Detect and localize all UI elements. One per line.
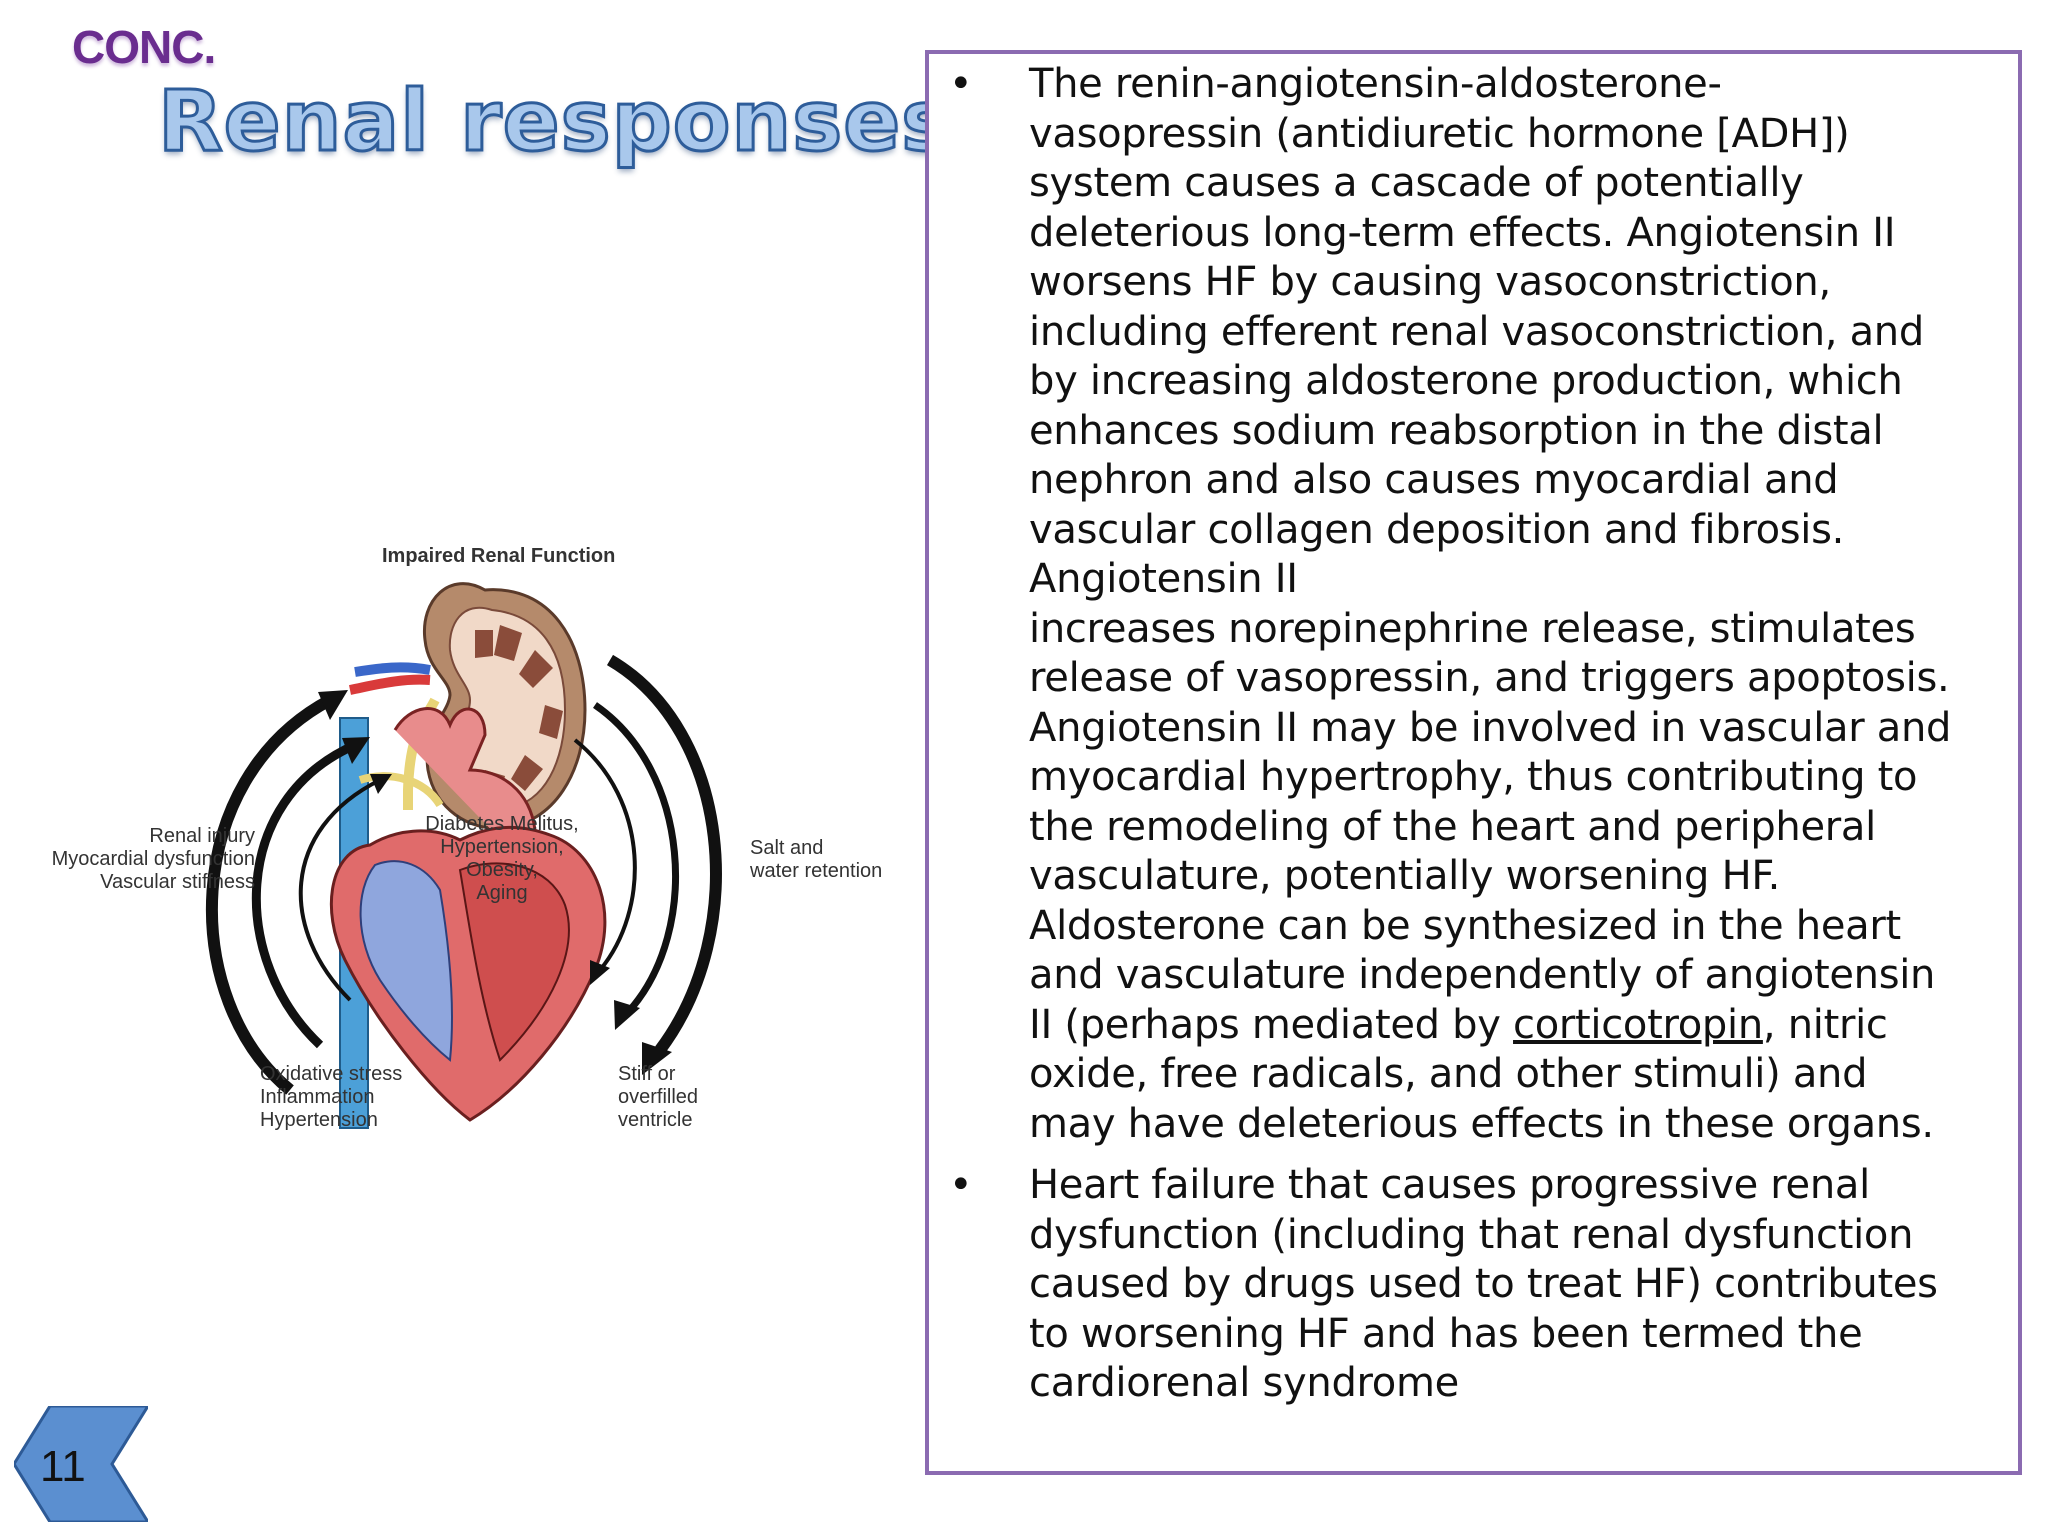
left-label: Myocardial dysfunction <box>52 848 255 870</box>
text-line: Aldosterone can be synthesized in the he… <box>1029 902 1901 949</box>
bottom-right-label: ventricle <box>618 1109 692 1131</box>
bottom-right-label: Stiff or <box>618 1063 676 1085</box>
text-line: deleterious long-term effects. Angiotens… <box>1029 209 1896 256</box>
center-labels: Diabetes Melitus, Hypertension, Obesity,… <box>425 813 578 904</box>
text-line: increases norepinephrine release, stimul… <box>1029 605 1916 652</box>
left-labels: Renal injury Myocardial dysfunction Vasc… <box>52 825 255 893</box>
figure-top-title: Impaired Renal Function <box>382 545 615 567</box>
text-line: including efferent renal vasoconstrictio… <box>1029 308 1924 355</box>
left-label: Vascular stiffness <box>100 871 255 893</box>
text-line: caused by drugs used to treat HF) contri… <box>1029 1261 1938 1307</box>
text-line: to worsening HF and has been termed the <box>1029 1310 1863 1357</box>
bottom-right-labels: Stiff or overfilled ventricle <box>618 1063 698 1131</box>
right-labels: Salt and water retention <box>749 837 882 882</box>
section-label: CONC. <box>72 21 216 73</box>
text-line: Angiotensin II <box>1029 556 1298 602</box>
diagram-svg: Impaired Renal Function Renal injury Myo… <box>52 545 883 1131</box>
previous-slide-button[interactable] <box>14 1406 148 1522</box>
center-label: Aging <box>476 882 527 904</box>
text-box: • The renin-angiotensin-aldosterone- vas… <box>925 50 2022 1475</box>
slide-title: Renal responses <box>156 71 953 172</box>
text-line: Angiotensin II may be involved in vascul… <box>1029 704 1952 751</box>
text-line: system causes a cascade of potentially <box>1029 160 1804 206</box>
text-line: The renin-angiotensin-aldosterone- <box>1029 61 1722 107</box>
text-fragment: , nitric <box>1762 1001 1888 1048</box>
text-line: oxide, free radicals, and other stimuli)… <box>1029 1051 1868 1097</box>
center-label: Hypertension, <box>440 836 563 858</box>
bullet-item: • The renin-angiotensin-aldosterone- vas… <box>929 60 1998 1149</box>
feedback-arrows-right <box>573 654 722 1054</box>
text-line: release of vasopressin, and triggers apo… <box>1029 655 1950 701</box>
text-line: worsens HF by causing vasoconstriction, <box>1029 259 1831 305</box>
heart-illustration <box>329 707 607 1129</box>
bottom-left-label: Hypertension <box>260 1109 378 1131</box>
text-line: enhances sodium reabsorption in the dist… <box>1029 407 1884 454</box>
text-line: may have deleterious effects in these or… <box>1029 1100 1934 1147</box>
center-label: Obesity, <box>466 859 538 881</box>
text-line: vasculature, potentially worsening HF. <box>1029 853 1781 899</box>
right-label: water retention <box>749 860 882 882</box>
bullet-item: • Heart failure that causes progressive … <box>929 1161 1998 1409</box>
center-label: Diabetes Melitus, <box>425 813 578 835</box>
corticotropin-link[interactable]: corticotropin <box>1513 1001 1763 1048</box>
text-line: vascular collagen deposition and fibrosi… <box>1029 506 1845 553</box>
text-line: myocardial hypertrophy, thus contributin… <box>1029 754 1918 800</box>
text-line: vasopressin (antidiuretic hormone [ADH]) <box>1029 110 1850 157</box>
bottom-left-labels: Oxidative stress Inflammation Hypertensi… <box>260 1063 402 1131</box>
arrowheads-right <box>590 960 672 1075</box>
text-line: dysfunction (including that renal dysfun… <box>1029 1211 1914 1258</box>
bullet-paragraph: The renin-angiotensin-aldosterone- vasop… <box>1029 60 1998 1149</box>
text-line: the remodeling of the heart and peripher… <box>1029 803 1876 850</box>
page-number: 11 <box>40 1442 86 1491</box>
text-line: cardiorenal syndrome <box>1029 1360 1459 1406</box>
text-line: II (perhaps mediated by corticotropin, n… <box>1029 1001 1998 1051</box>
bottom-right-label: overfilled <box>618 1086 698 1108</box>
bullet-marker: • <box>949 1162 973 1208</box>
left-label: Renal injury <box>149 825 255 847</box>
text-line: and vasculature independently of angiote… <box>1029 952 1936 998</box>
renal-heart-diagram: Impaired Renal Function Renal injury Myo… <box>30 530 920 1170</box>
bottom-left-label: Oxidative stress <box>260 1063 402 1085</box>
bullet-paragraph: Heart failure that causes progressive re… <box>1029 1161 1998 1409</box>
bullet-marker: • <box>949 61 973 107</box>
right-label: Salt and <box>750 837 823 859</box>
feedback-arrows-left <box>205 694 381 1095</box>
bottom-left-label: Inflammation <box>260 1086 375 1108</box>
text-fragment: II (perhaps mediated by <box>1029 1001 1514 1048</box>
bullet-list: • The renin-angiotensin-aldosterone- vas… <box>929 60 1998 1421</box>
arrowheads-left <box>318 690 392 794</box>
text-line: Heart failure that causes progressive re… <box>1029 1162 1870 1208</box>
text-line: by increasing aldosterone production, wh… <box>1029 358 1903 404</box>
text-line: nephron and also causes myocardial and <box>1029 457 1839 503</box>
